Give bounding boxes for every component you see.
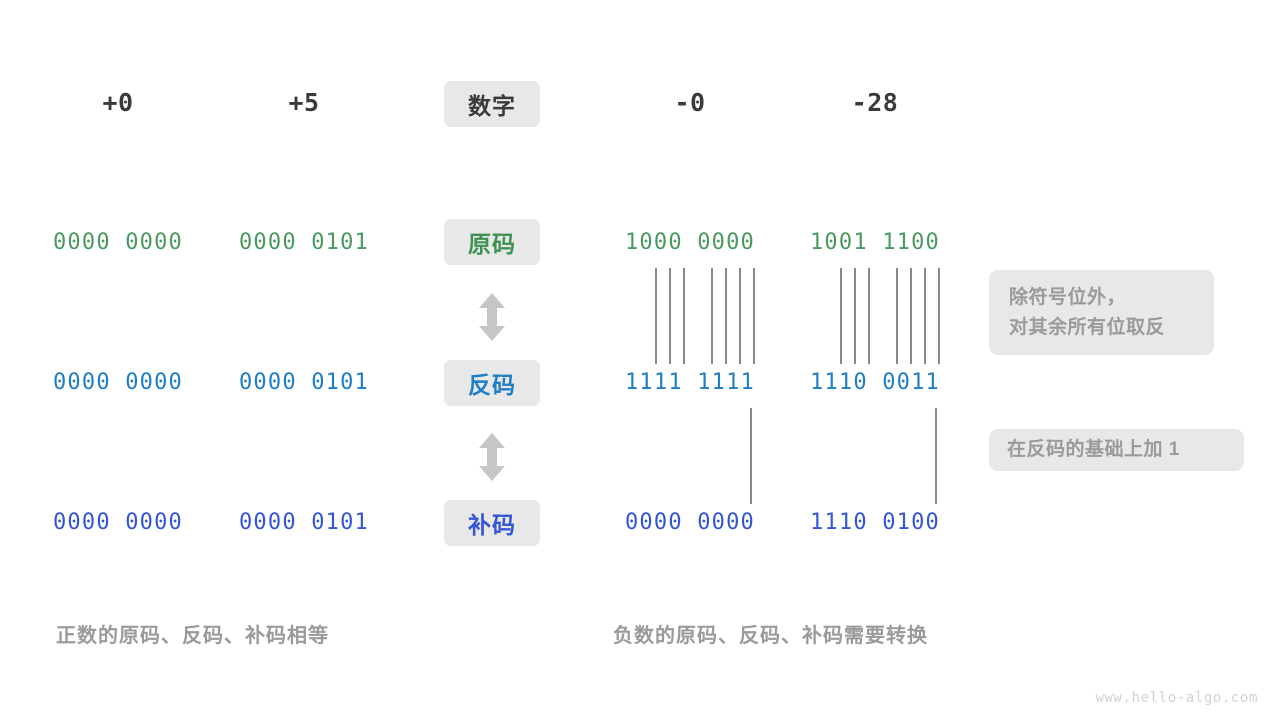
header-number-plus-five: +5 [288,88,320,117]
row-twos-complement-value-minus-zero: 0000 0000 [624,510,755,535]
connector-line-neg-twentyeight-bit6 [910,268,912,364]
header-pill-number: 数字 [444,81,540,127]
connector-line-neg-zero-bit6 [725,268,727,364]
row-sign-magnitude-value-plus-zero: 0000 0000 [52,230,183,255]
row-ones-complement-value-minus-twentyeight: 1110 0011 [809,370,940,395]
row-label-sign-magnitude: 原码 [444,219,540,265]
row-label-twos-complement: 补码 [444,500,540,546]
connector-line-neg-zero-bit7 [739,268,741,364]
connector-line-neg-zero-bit2 [655,268,657,364]
callout-invert-bits-line1: 除符号位外， [1009,286,1127,308]
row-twos-complement-value-plus-zero: 0000 0000 [52,510,183,535]
double-arrow-icon-sign-to-ones [479,293,505,341]
row-ones-complement-value-plus-zero: 0000 0000 [52,370,183,395]
double-arrow-icon-ones-to-twos [479,433,505,481]
header-number-minus-zero: -0 [674,88,706,117]
connector-line-neg-zero-bit4 [683,268,685,364]
row-ones-complement-value-plus-five: 0000 0101 [238,370,369,395]
connector-line-neg-twentyeight-bit5 [896,268,898,364]
header-number-minus-twentyeight: -28 [851,88,899,117]
connector-line-neg-zero-bit3 [669,268,671,364]
row-sign-magnitude-value-minus-twentyeight: 1001 1100 [809,230,940,255]
connector-line-neg-twentyeight-bit3 [854,268,856,364]
caption-negative-numbers: 负数的原码、反码、补码需要转换 [613,625,928,647]
connector-line-neg-twentyeight-bit4 [868,268,870,364]
callout-invert-bits: 除符号位外， 对其余所有位取反 [989,270,1214,355]
connector-line-carry-neg-zero [750,408,752,504]
header-number-plus-zero: +0 [102,88,134,117]
row-sign-magnitude-value-minus-zero: 1000 0000 [624,230,755,255]
connector-line-neg-twentyeight-bit7 [924,268,926,364]
connector-line-neg-zero-bit5 [711,268,713,364]
connector-line-neg-zero-bit8 [753,268,755,364]
watermark-url: www.hello-algo.com [1095,690,1258,706]
connector-line-neg-twentyeight-bit2 [840,268,842,364]
connector-line-neg-twentyeight-bit8 [938,268,940,364]
row-ones-complement-value-minus-zero: 1111 1111 [624,370,755,395]
row-twos-complement-value-plus-five: 0000 0101 [238,510,369,535]
callout-invert-bits-line2: 对其余所有位取反 [1009,316,1166,338]
row-label-ones-complement: 反码 [444,360,540,406]
caption-positive-numbers: 正数的原码、反码、补码相等 [56,625,329,647]
callout-add-one-line1: 在反码的基础上加 1 [1007,439,1180,460]
row-twos-complement-value-minus-twentyeight: 1110 0100 [809,510,940,535]
connector-line-carry-neg-twentyeight [935,408,937,504]
callout-add-one: 在反码的基础上加 1 [989,429,1244,471]
row-sign-magnitude-value-plus-five: 0000 0101 [238,230,369,255]
